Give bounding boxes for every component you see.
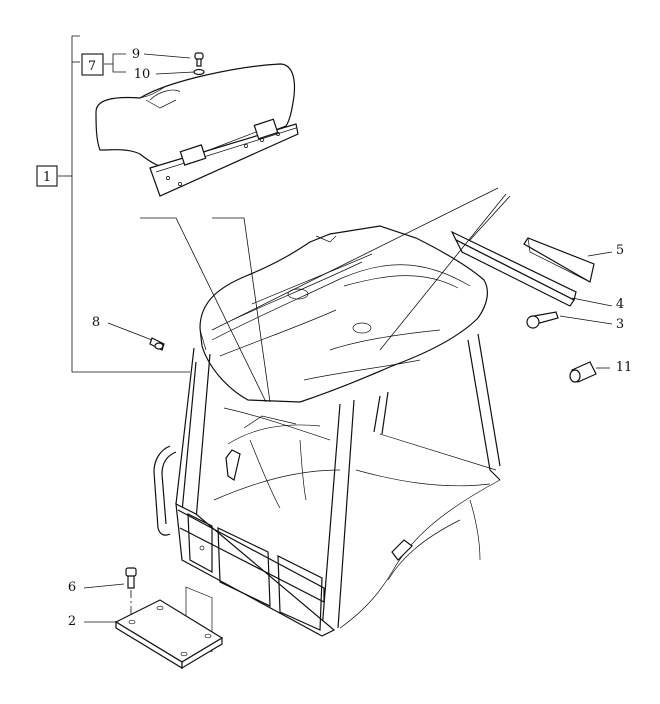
- visor-strip-part: [450, 230, 577, 307]
- assembly-bracket: [58, 35, 190, 373]
- washer-10-part: [193, 68, 205, 76]
- cap-11-part: [569, 361, 597, 383]
- bolt-6-part: [125, 567, 137, 589]
- svg-text:5: 5: [616, 243, 624, 258]
- roof-liner-detail: [95, 63, 299, 197]
- svg-text:10: 10: [134, 67, 151, 82]
- svg-text:4: 4: [616, 297, 624, 312]
- callout-5[interactable]: 5: [587, 243, 624, 258]
- callout-7[interactable]: 7: [81, 53, 126, 76]
- callout-11[interactable]: 11: [596, 360, 632, 375]
- svg-text:2: 2: [68, 614, 76, 629]
- callout-2[interactable]: 2: [68, 614, 118, 629]
- leader-lines: [140, 187, 511, 403]
- bolt-9-part: [194, 52, 204, 67]
- svg-text:9: 9: [132, 47, 140, 62]
- cab-roof: [199, 225, 488, 403]
- cab-frame: [153, 333, 501, 653]
- callout-10[interactable]: 10: [134, 67, 195, 82]
- svg-text:6: 6: [68, 580, 76, 595]
- callout-3[interactable]: 3: [559, 315, 624, 332]
- svg-text:7: 7: [88, 59, 96, 74]
- screw-8-part: [149, 337, 165, 351]
- svg-text:11: 11: [616, 360, 633, 375]
- visor-panel-part: [523, 237, 595, 283]
- svg-text:1: 1: [43, 170, 51, 185]
- plate-2-part: [114, 599, 224, 670]
- bolt-3-part: [526, 311, 559, 329]
- svg-text:8: 8: [92, 315, 100, 330]
- callout-4[interactable]: 4: [571, 297, 624, 312]
- callout-1[interactable]: 1: [36, 165, 58, 187]
- callout-8[interactable]: 8: [92, 315, 153, 341]
- callout-9[interactable]: 9: [132, 47, 191, 62]
- svg-text:3: 3: [616, 317, 624, 332]
- callout-6[interactable]: 6: [68, 580, 125, 595]
